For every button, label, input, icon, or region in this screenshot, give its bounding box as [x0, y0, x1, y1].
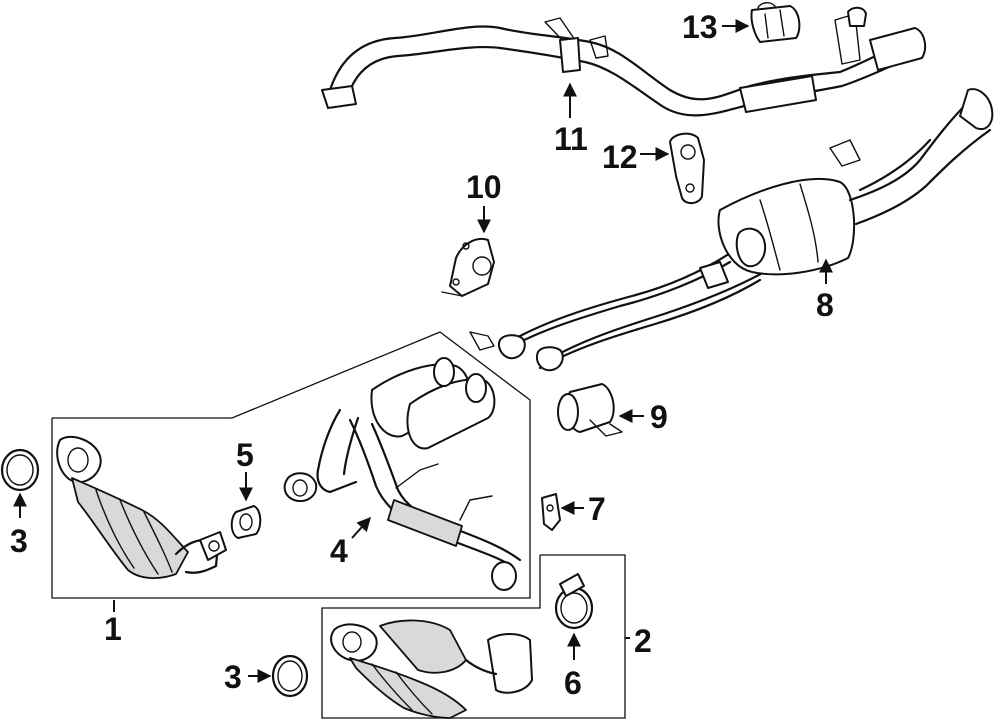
catalytic-converter-2 [330, 619, 533, 719]
callout-10: 10 [466, 169, 502, 205]
callout-7: 7 [588, 491, 606, 527]
gasket-3-upper [0, 448, 40, 492]
callout-4: 4 [330, 533, 348, 569]
clamp-6 [554, 573, 594, 630]
callout-3-lower: 3 [224, 659, 242, 695]
muffler-assembly-8 [469, 88, 994, 372]
callout-11: 11 [554, 121, 588, 157]
callout-1: 1 [104, 611, 122, 647]
clamp-9 [557, 383, 623, 437]
callout-2: 2 [634, 623, 652, 659]
gasket-3-lower [271, 654, 309, 698]
gasket-5 [230, 505, 262, 539]
callout-3-upper: 3 [10, 523, 28, 559]
front-pipe-4 [283, 357, 522, 591]
callout-8: 8 [816, 287, 834, 323]
leader-lines [13, 19, 833, 683]
callout-13: 13 [682, 9, 718, 45]
part-1-group-box [51, 331, 531, 599]
callout-12: 12 [602, 139, 638, 175]
hanger-bracket-12 [669, 132, 705, 204]
bracket-10 [441, 238, 495, 297]
upper-rear-pipe [321, 6, 927, 117]
hanger-clamp-13 [750, 2, 801, 43]
callout-6: 6 [564, 665, 582, 701]
callout-5: 5 [236, 437, 254, 473]
clip-7 [541, 493, 561, 531]
callout-labels: 1 2 3 3 4 5 6 7 8 9 10 11 12 13 [10, 9, 834, 701]
callout-9: 9 [650, 399, 668, 435]
catalytic-converter-1 [56, 435, 227, 579]
part-2-group-box [321, 554, 626, 719]
